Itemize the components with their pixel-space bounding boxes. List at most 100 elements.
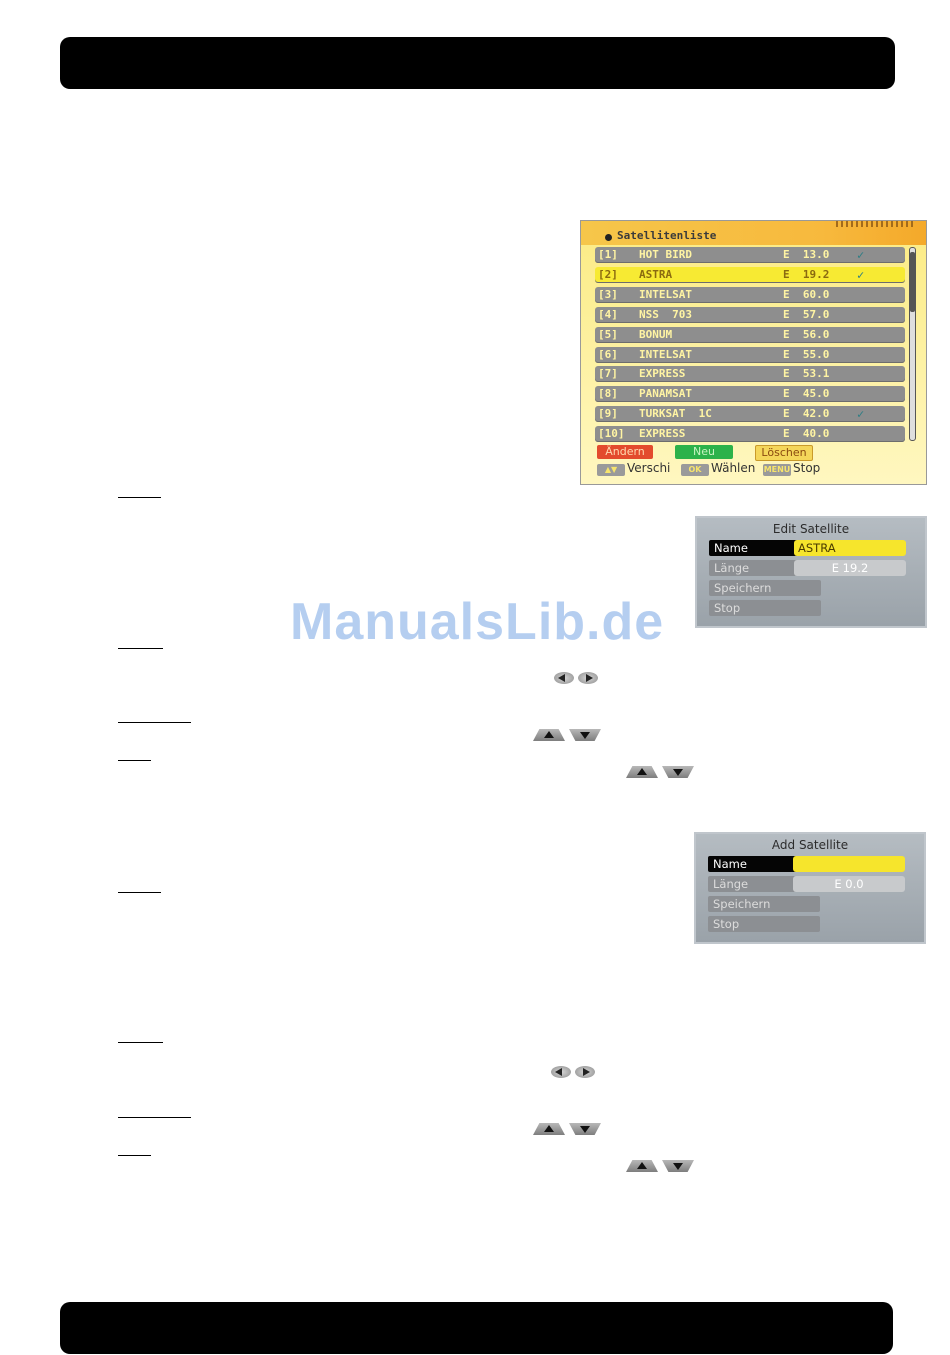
add-speichern-item[interactable]: Speichern	[708, 896, 820, 912]
heading-underline	[118, 892, 161, 893]
add-lange-item[interactable]: Länge	[708, 876, 820, 892]
check-icon: ✓	[857, 248, 865, 262]
edit-lange-item[interactable]: Länge	[709, 560, 821, 576]
satellite-position: E 13.0	[783, 248, 830, 261]
add-name-item[interactable]: Name	[708, 856, 820, 872]
satellite-list-title: Satellitenliste	[617, 229, 717, 242]
heading-underline	[118, 722, 191, 723]
up-arrow-icon	[626, 766, 658, 778]
satellite-position: E 60.0	[783, 287, 830, 301]
satellite-row[interactable]: [4] NSS 703 E 57.0	[595, 306, 905, 323]
satellite-index: [5]	[598, 327, 618, 341]
satellite-row[interactable]: [7] EXPRESS E 53.1	[595, 366, 905, 383]
satellite-index: [3]	[598, 287, 618, 301]
check-icon: ✓	[857, 267, 865, 282]
down-arrow-icon	[569, 1123, 601, 1135]
satellite-position: E 53.1	[783, 367, 830, 381]
satellite-index: [10]	[598, 427, 625, 441]
heading-underline	[118, 1042, 163, 1043]
down-arrow-icon	[569, 729, 601, 741]
heading-underline	[118, 1117, 191, 1118]
heading-underline	[118, 497, 161, 498]
satellite-position: E 56.0	[783, 327, 830, 341]
satellite-list-screen: Satellitenliste [1] HOT BIRD E 13.0 ✓ [2] AST…	[580, 220, 927, 485]
satellite-name: NSS 703	[639, 307, 692, 321]
satellite-name: EXPRESS	[639, 367, 686, 381]
left-arrow-icon	[551, 1066, 571, 1078]
satellite-index: [2]	[598, 267, 618, 281]
footer-bar	[60, 1302, 893, 1354]
hint-move-label: Verschi	[627, 461, 671, 475]
left-right-keys-icon	[551, 1066, 595, 1078]
up-down-keys-icon	[533, 729, 601, 741]
neu-button[interactable]: Neu	[675, 445, 733, 459]
satellite-name: INTELSAT	[639, 347, 692, 361]
satellite-index: [7]	[598, 367, 618, 381]
satellite-position: E 55.0	[783, 347, 830, 361]
down-arrow-icon	[662, 766, 694, 778]
satellite-index: [9]	[598, 407, 618, 421]
edit-speichern-item[interactable]: Speichern	[709, 580, 821, 596]
up-arrow-icon	[533, 1123, 565, 1135]
up-arrow-icon	[626, 1160, 658, 1172]
satellite-name: PANAMSAT	[639, 387, 692, 401]
satellite-row[interactable]: [5] BONUM E 56.0	[595, 326, 905, 343]
edit-lange-value[interactable]: E 19.2	[794, 560, 906, 576]
add-lange-value[interactable]: E 0.0	[793, 876, 905, 892]
satellite-name: INTELSAT	[639, 287, 692, 301]
bullet-icon	[605, 234, 612, 241]
satellite-name: HOT BIRD	[639, 248, 692, 261]
add-satellite-dialog: Add Satellite Name Länge E 0.0 Speichern…	[694, 832, 926, 944]
heading-underline	[118, 760, 151, 761]
header-bar	[60, 37, 895, 89]
scrollbar-thumb[interactable]	[910, 252, 915, 312]
arrow-keys-icon: ▲▼	[597, 464, 625, 476]
satellite-index: [8]	[598, 387, 618, 401]
edit-stop-item[interactable]: Stop	[709, 600, 821, 616]
satellite-position: E 19.2	[783, 267, 830, 281]
header-stripes	[836, 221, 916, 227]
satellite-position: E 42.0	[783, 407, 830, 421]
right-arrow-icon	[575, 1066, 595, 1078]
watermark: ManualsLib.de	[290, 593, 665, 651]
edit-name-value[interactable]: ASTRA	[794, 540, 906, 556]
satellite-position: E 45.0	[783, 387, 830, 401]
satellite-row[interactable]: [1] HOT BIRD E 13.0 ✓	[595, 247, 905, 263]
satellite-row[interactable]: [9] TURKSAT 1C E 42.0 ✓	[595, 406, 905, 423]
satellite-row[interactable]: [3] INTELSAT E 60.0	[595, 286, 905, 303]
edit-satellite-dialog: Edit Satellite Name ASTRA Länge E 19.2 S…	[695, 516, 927, 628]
andern-button[interactable]: Ändern	[597, 445, 653, 459]
satellite-row[interactable]: [2] ASTRA E 19.2 ✓	[595, 266, 905, 283]
left-right-keys-icon	[554, 672, 598, 684]
add-name-value[interactable]	[793, 856, 905, 872]
up-down-keys-icon	[533, 1123, 601, 1135]
satellite-name: EXPRESS	[639, 427, 686, 441]
edit-name-item[interactable]: Name	[709, 540, 821, 556]
edit-satellite-title: Edit Satellite	[772, 522, 850, 536]
satellite-list-header: Satellitenliste	[581, 221, 926, 245]
satellite-index: [4]	[598, 307, 618, 321]
hint-ok-label: Wählen	[711, 461, 756, 475]
satellite-index: [1]	[598, 248, 618, 261]
satellite-name: TURKSAT 1C	[639, 407, 712, 421]
heading-underline	[118, 1155, 151, 1156]
scrollbar[interactable]	[909, 247, 916, 441]
heading-underline	[118, 648, 163, 649]
left-arrow-icon	[554, 672, 574, 684]
loschen-button[interactable]: Löschen	[755, 445, 813, 461]
check-icon: ✓	[857, 407, 865, 422]
satellite-name: BONUM	[639, 327, 673, 341]
satellite-name: ASTRA	[639, 267, 673, 281]
up-down-keys-icon	[626, 1160, 694, 1172]
hint-menu-label: Stop	[793, 461, 821, 475]
add-stop-item[interactable]: Stop	[708, 916, 820, 932]
satellite-row[interactable]: [8] PANAMSAT E 45.0	[595, 386, 905, 403]
up-down-keys-icon	[626, 766, 694, 778]
menu-key-icon: MENU	[763, 464, 791, 476]
right-arrow-icon	[578, 672, 598, 684]
add-satellite-title: Add Satellite	[771, 838, 849, 852]
ok-key-icon: OK	[681, 464, 709, 476]
satellite-position: E 57.0	[783, 307, 830, 321]
